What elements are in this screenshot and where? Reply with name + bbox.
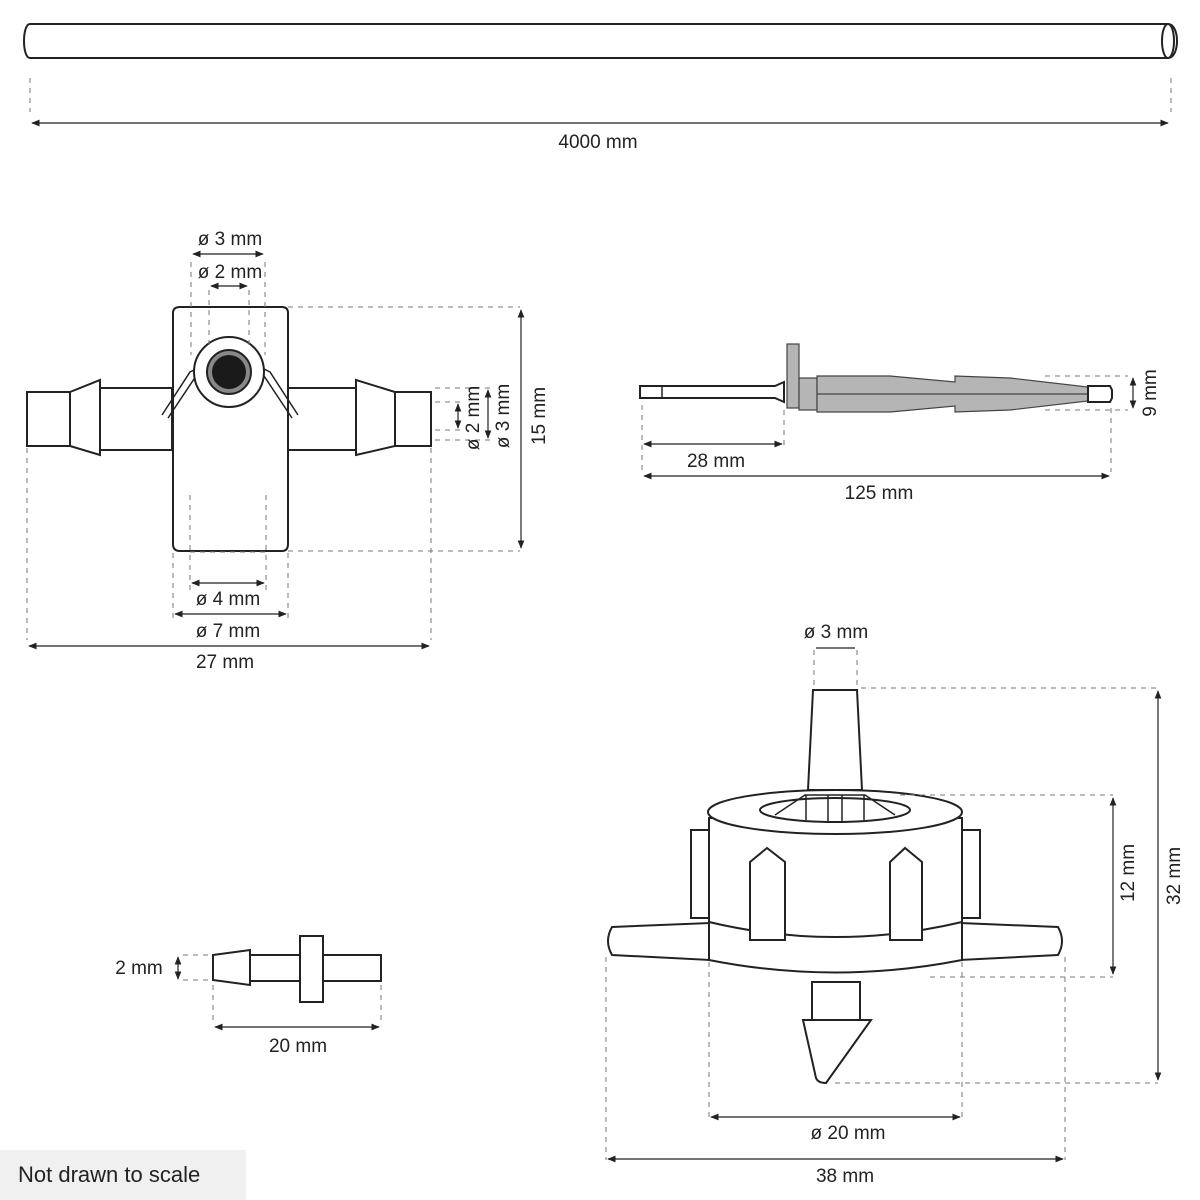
connector-length-label: 20 mm (269, 1036, 327, 1057)
dripper-base-label: ø 20 mm (811, 1123, 886, 1144)
stake-drawing: 9 mm 28 mm 125 mm (639, 343, 1161, 504)
connector-drawing: 2 mm 20 mm (115, 935, 382, 1057)
valve-side-inner-label: ø 2 mm (463, 386, 484, 450)
dripper-total-height-label: 32 mm (1164, 847, 1185, 905)
stake-diameter-label: 9 mm (1140, 369, 1161, 417)
valve-side-outer-label: ø 3 mm (493, 384, 514, 448)
valve-top-inner-label: ø 2 mm (198, 262, 262, 283)
valve-width-label: 27 mm (196, 652, 254, 673)
dripper-top-label: ø 3 mm (804, 622, 868, 643)
dripper-width-label: 38 mm (816, 1166, 874, 1187)
tube-length-label: 4000 mm (558, 132, 637, 153)
valve-top-outer-label: ø 3 mm (198, 229, 262, 250)
valve-drawing: ø 3 mm ø 2 mm 15 mm ø 2 mm ø 3 mm ø 4 mm… (26, 229, 550, 673)
stake-tip-label: 28 mm (687, 451, 745, 472)
tube-drawing: 4000 mm (23, 23, 1178, 153)
valve-bottom-inner-label: ø 4 mm (196, 589, 260, 610)
dripper-body-height-label: 12 mm (1118, 844, 1139, 902)
scale-note: Not drawn to scale (0, 1150, 246, 1200)
valve-bottom-outer-label: ø 7 mm (196, 621, 260, 642)
stake-length-label: 125 mm (845, 483, 914, 504)
connector-diameter-label: 2 mm (115, 958, 163, 979)
dripper-drawing: ø 3 mm 32 mm 12 mm ø 20 mm 38 mm (605, 622, 1185, 1187)
valve-height-label: 15 mm (529, 387, 550, 445)
